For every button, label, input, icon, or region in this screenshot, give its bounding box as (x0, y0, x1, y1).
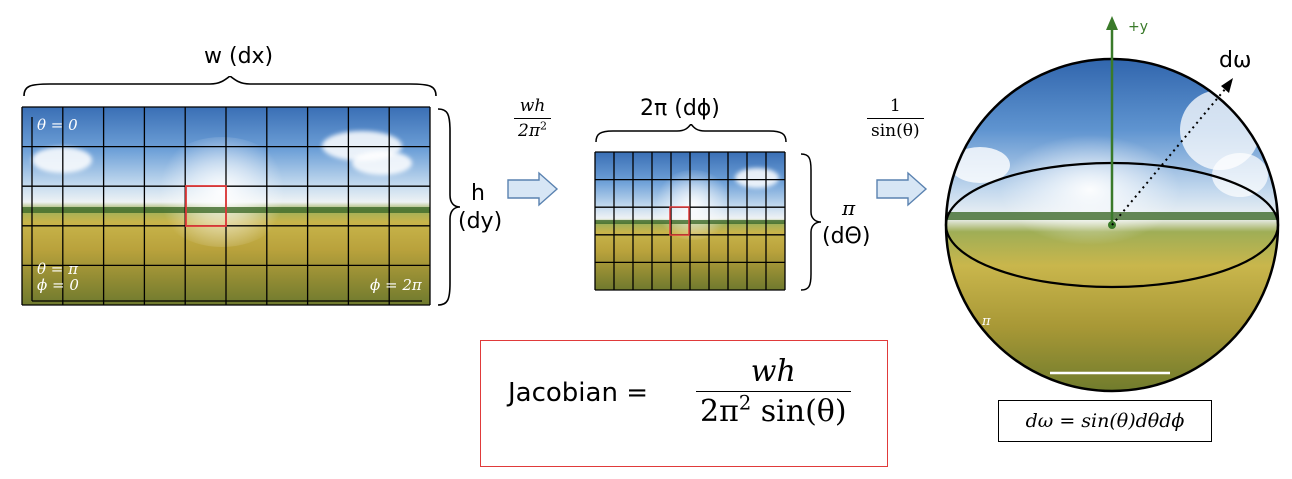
scale-factor-1: wh 2π2 (514, 96, 552, 141)
highlight-cell-left (185, 185, 227, 227)
right-arrow-1 (507, 171, 559, 207)
grid-mid (594, 151, 786, 291)
phi-2pi-label: ϕ = 2π (370, 276, 422, 294)
scale-factor-1-den: 2π2 (514, 118, 552, 141)
scale-factor-1-num: wh (519, 96, 546, 116)
sun-glow (152, 137, 292, 247)
sphere (944, 16, 1280, 393)
solid-angle-formula: dω = sin(θ)dθdϕ (998, 400, 1212, 442)
height-label-h: h (471, 181, 485, 206)
sun-glow (653, 170, 733, 240)
sphere-pi-label: π (982, 314, 991, 329)
jacobian-den: 2π2 sin(θ) (696, 391, 851, 429)
jacobian-fraction: wh 2π2 sin(θ) (696, 354, 851, 429)
mid-height-dtheta: (dΘ) (822, 224, 871, 249)
phi-zero-label: ϕ = 0 (37, 276, 79, 294)
right-arrow-2 (876, 171, 928, 207)
y-axis-arrowhead (1106, 16, 1118, 30)
cloud (352, 151, 412, 175)
highlight-cell-mid (669, 206, 690, 236)
theta-zero-label: θ = 0 (37, 116, 78, 134)
theta-pi-label: θ = π (37, 260, 78, 278)
jacobian-num: wh (750, 354, 796, 389)
top-brace-mid (595, 124, 787, 143)
right-brace-left (437, 108, 461, 306)
jacobian-box (480, 340, 888, 467)
scale-factor-2-den: sin(θ) (867, 118, 924, 141)
width-label: w (dx) (204, 44, 274, 69)
grid-left (21, 106, 431, 306)
d-omega-arrowhead (1221, 78, 1233, 93)
mid-width-label: 2π (dϕ) (640, 96, 720, 121)
scale-factor-2-num: 1 (889, 96, 901, 116)
cloud (735, 168, 779, 188)
y-axis-label: +y (1128, 19, 1149, 35)
right-brace-mid (800, 153, 822, 291)
mid-height-pi: π (842, 196, 856, 220)
height-label-dy: (dy) (458, 209, 503, 234)
cloud (32, 147, 92, 173)
scale-factor-2: 1 sin(θ) (867, 96, 924, 141)
jacobian-label: Jacobian = (508, 378, 648, 408)
d-omega-label: dω (1219, 48, 1252, 73)
top-brace (23, 76, 437, 97)
